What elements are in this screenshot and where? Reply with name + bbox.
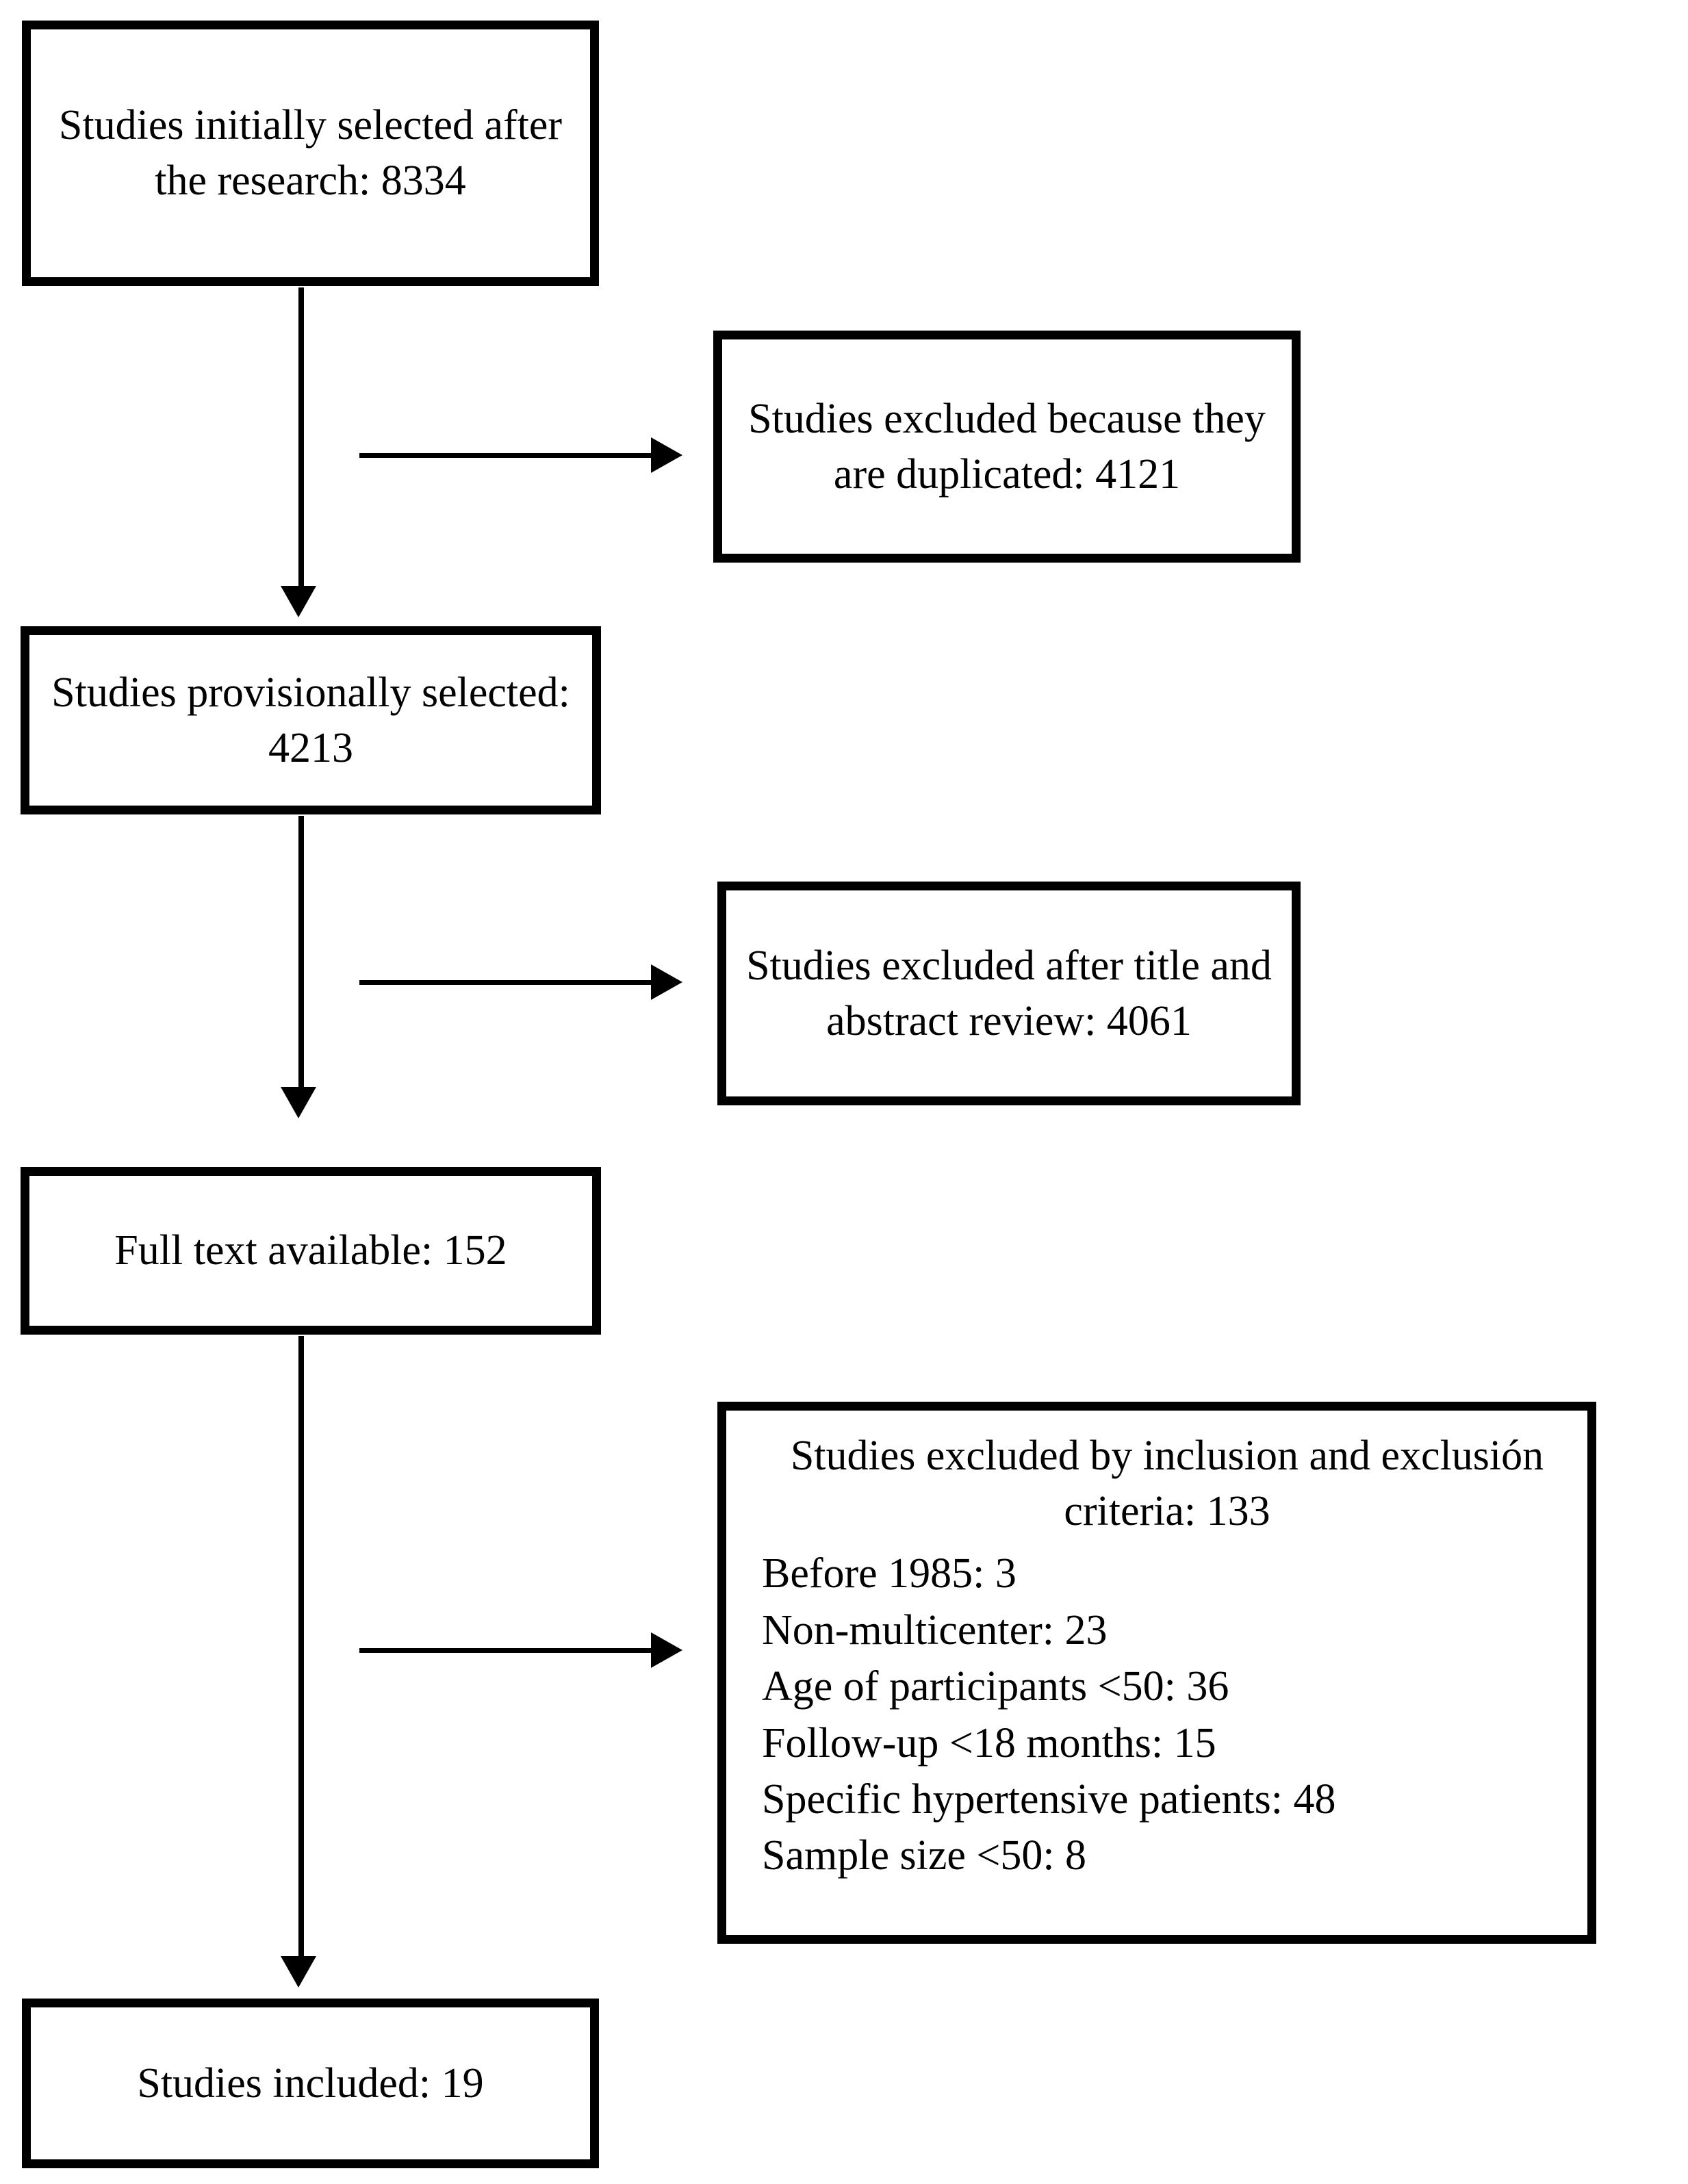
node-fulltext-label: Full text available: 152	[114, 1227, 507, 1274]
node-studies-excluded-duplicated: Studies excluded because they are duplic…	[713, 331, 1301, 563]
list-item: Sample size <50: 8	[762, 1832, 1087, 1879]
node-studies-excluded-title-abstract: Studies excluded after title and abstrac…	[717, 882, 1301, 1105]
list-item: Non-multicenter: 23	[762, 1606, 1108, 1654]
criteria-body: Studies excluded by inclusion and exclus…	[726, 1411, 1587, 1884]
arrowhead-down-icon	[281, 1956, 316, 1988]
arrowhead-down-icon	[281, 1087, 316, 1118]
node-full-text-available: Full text available: 152	[21, 1167, 601, 1335]
node-provisional-label: Studies provisionally selected: 4213	[51, 669, 570, 771]
node-studies-initially-selected: Studies initially selected after the res…	[22, 21, 599, 286]
arrow-to-criteria-excluded	[359, 1648, 654, 1653]
arrow-fulltext-to-included	[298, 1336, 304, 1959]
arrow-provisional-to-fulltext	[298, 816, 304, 1090]
arrowhead-right-icon	[651, 964, 682, 1000]
arrowhead-right-icon	[651, 437, 682, 473]
arrowhead-down-icon	[281, 586, 316, 617]
node-studies-provisionally-selected: Studies provisionally selected: 4213	[21, 626, 601, 814]
list-item: Specific hypertensive patients: 48	[762, 1776, 1336, 1823]
node-included-label: Studies included: 19	[137, 2059, 484, 2107]
list-item: Follow-up <18 months: 15	[762, 1719, 1216, 1767]
arrow-initial-to-provisional	[298, 287, 304, 589]
node-title-abstract-label: Studies excluded after title and abstrac…	[746, 942, 1272, 1044]
criteria-heading-label: Studies excluded by inclusion and exclus…	[790, 1433, 1544, 1534]
node-duplicated-label: Studies excluded because they are duplic…	[748, 395, 1266, 498]
arrow-to-duplicated-excluded	[359, 453, 654, 458]
criteria-list: Before 1985: 3 Non-multicenter: 23 Age o…	[762, 1545, 1572, 1884]
list-item: Before 1985: 3	[762, 1550, 1016, 1597]
list-item: Age of participants <50: 36	[762, 1663, 1229, 1710]
node-studies-included: Studies included: 19	[22, 1999, 599, 2168]
node-initial-label: Studies initially selected after the res…	[58, 102, 563, 204]
node-studies-excluded-criteria: Studies excluded by inclusion and exclus…	[717, 1402, 1596, 1944]
arrow-to-title-abstract-excluded	[359, 980, 654, 985]
arrowhead-right-icon	[651, 1632, 682, 1668]
